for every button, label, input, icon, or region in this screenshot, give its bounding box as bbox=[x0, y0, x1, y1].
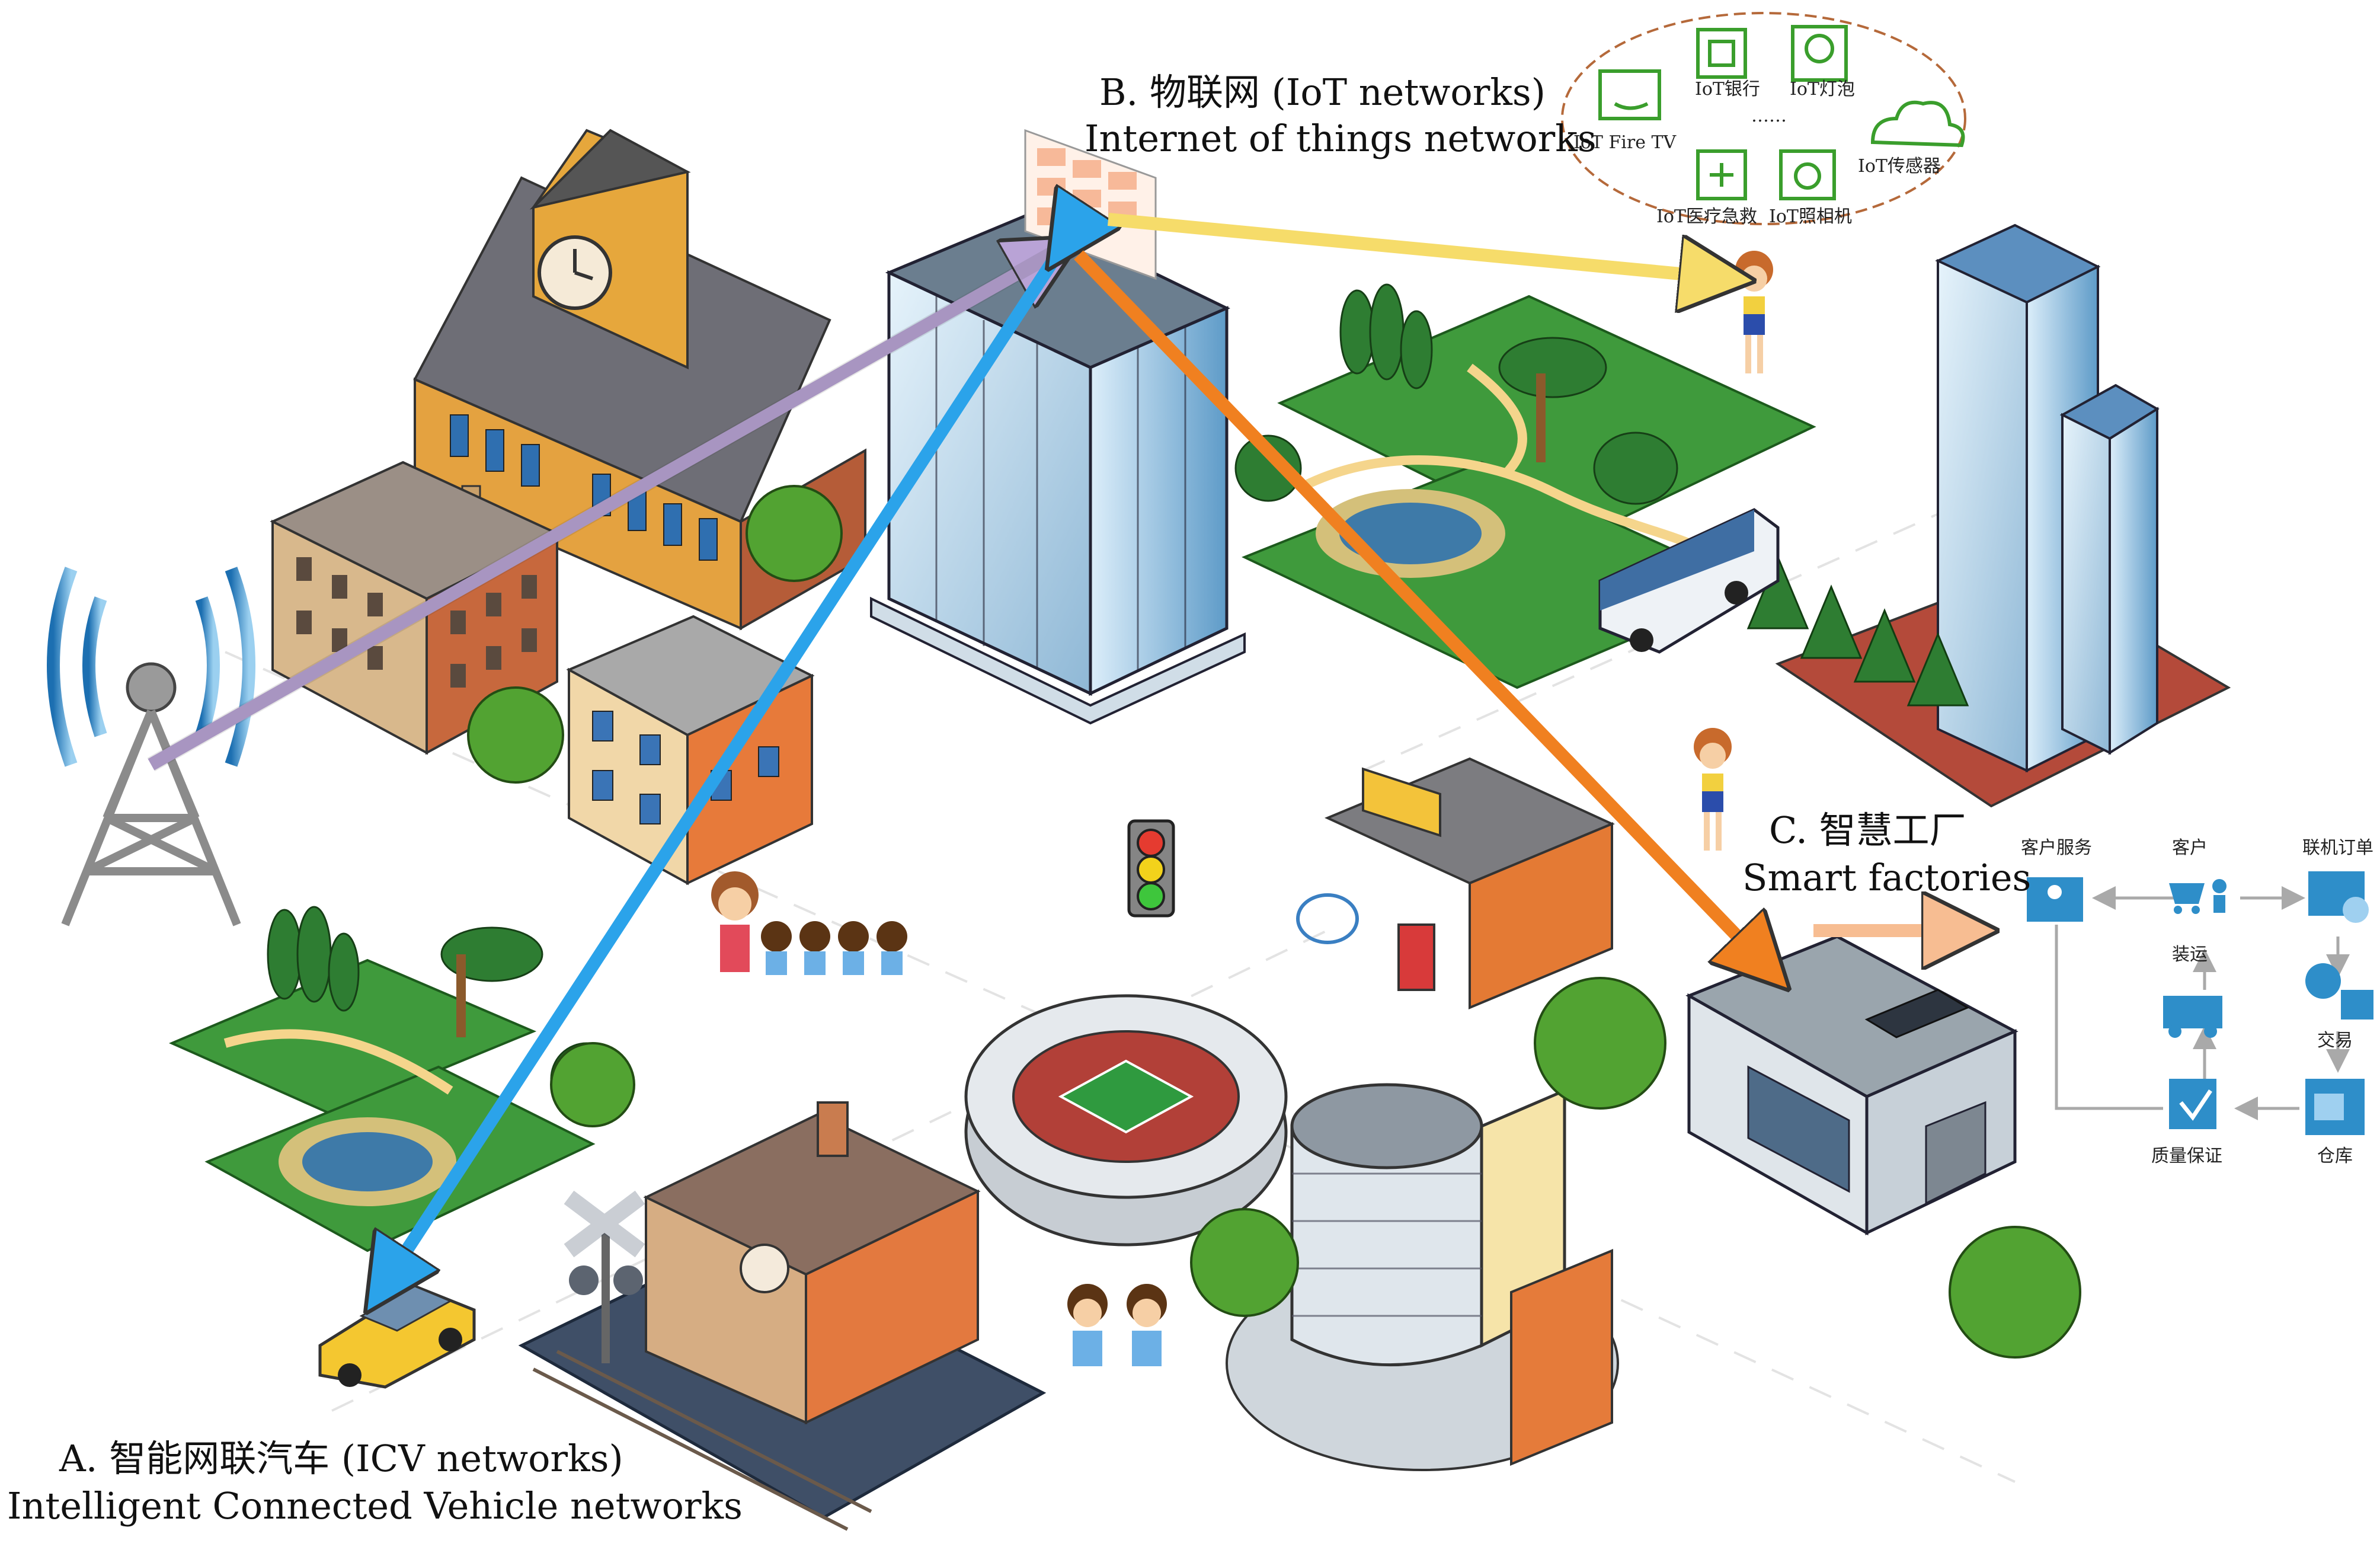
connection-arrows bbox=[147, 213, 1973, 1292]
taxi-car bbox=[318, 1284, 476, 1389]
trade-icon bbox=[2305, 963, 2373, 1020]
iot-bank-label: IoT银行 bbox=[1695, 79, 1760, 100]
two-kids bbox=[1067, 1284, 1167, 1366]
flow-online-order: 联机订单 bbox=[2302, 838, 2373, 858]
apartment-building bbox=[566, 615, 815, 886]
bank-chip-icon bbox=[1696, 28, 1747, 79]
flow-customer: 客户 bbox=[2172, 838, 2208, 858]
arrow-iot-to-car bbox=[379, 249, 1061, 1292]
customer-icon bbox=[2169, 879, 2227, 914]
label-b-subtitle: Internet of things networks bbox=[1085, 117, 1597, 160]
flow-trade: 交易 bbox=[2317, 1030, 2353, 1051]
gas-station bbox=[1296, 757, 1615, 1009]
cell-tower bbox=[47, 567, 255, 926]
flow-warehouse: 仓库 bbox=[2317, 1146, 2353, 1166]
teacher-and-kids bbox=[711, 871, 907, 975]
iot-camera-label: IoT照相机 bbox=[1769, 206, 1852, 227]
bus bbox=[1598, 508, 1780, 654]
shipping-icon bbox=[2163, 996, 2222, 1038]
label-a-title: A. 智能网联汽车 (ICV networks) bbox=[59, 1437, 623, 1480]
bulb-icon bbox=[1791, 25, 1848, 82]
iot-ellipsis: …… bbox=[1751, 106, 1787, 126]
iot-bulb-label: IoT灯泡 bbox=[1790, 79, 1855, 100]
warehouse-icon bbox=[2305, 1079, 2365, 1135]
round-office-tower bbox=[1226, 1083, 1619, 1471]
arrow-iot-to-factory bbox=[1074, 250, 1772, 972]
camera-icon bbox=[1779, 149, 1836, 200]
iot-device-ellipse: IoT银行 IoT灯泡 …… IoT Fire TV IoT传感器 IoT医疗急… bbox=[1561, 12, 1966, 227]
flow-customer-service: 客户服务 bbox=[2021, 838, 2092, 858]
right-skyscrapers bbox=[1746, 223, 2231, 808]
quality-icon bbox=[2169, 1079, 2216, 1129]
iot-fire-tv-label: IoT Fire TV bbox=[1573, 132, 1677, 153]
woman-top-right bbox=[1735, 251, 1773, 373]
medical-chip-icon bbox=[1696, 149, 1747, 200]
label-c-subtitle: Smart factories bbox=[1742, 856, 2032, 899]
factory-flow-diagram: 客户服务 客户 联机订单 装运 交易 质量保证 仓库 bbox=[2021, 838, 2373, 1166]
smart-factory-building bbox=[1685, 935, 2018, 1236]
stadium bbox=[964, 994, 1288, 1247]
sensor-cloud-icon bbox=[1870, 100, 1965, 148]
online-order-icon bbox=[2308, 871, 2369, 923]
arrow-iot-to-person bbox=[1107, 213, 1730, 279]
fire-tv-icon bbox=[1598, 69, 1661, 120]
label-c-title: C. 智慧工厂 bbox=[1769, 808, 1966, 852]
label-a-subtitle: Intelligent Connected Vehicle networks bbox=[7, 1484, 743, 1527]
park-top bbox=[1234, 283, 1816, 689]
customer-service-icon bbox=[2027, 877, 2083, 922]
iot-medical-label: IoT医疗急救 bbox=[1656, 206, 1757, 227]
tree bbox=[1234, 283, 1678, 505]
traffic-light bbox=[1127, 819, 1175, 918]
label-b-title: B. 物联网 (IoT networks) bbox=[1099, 71, 1546, 114]
iot-office-tower bbox=[870, 129, 1246, 725]
flow-quality: 质量保证 bbox=[2151, 1146, 2222, 1166]
iot-sensor-label: IoT传感器 bbox=[1858, 156, 1941, 177]
woman-middle-right bbox=[1694, 728, 1732, 851]
flow-shipping: 装运 bbox=[2172, 944, 2208, 965]
